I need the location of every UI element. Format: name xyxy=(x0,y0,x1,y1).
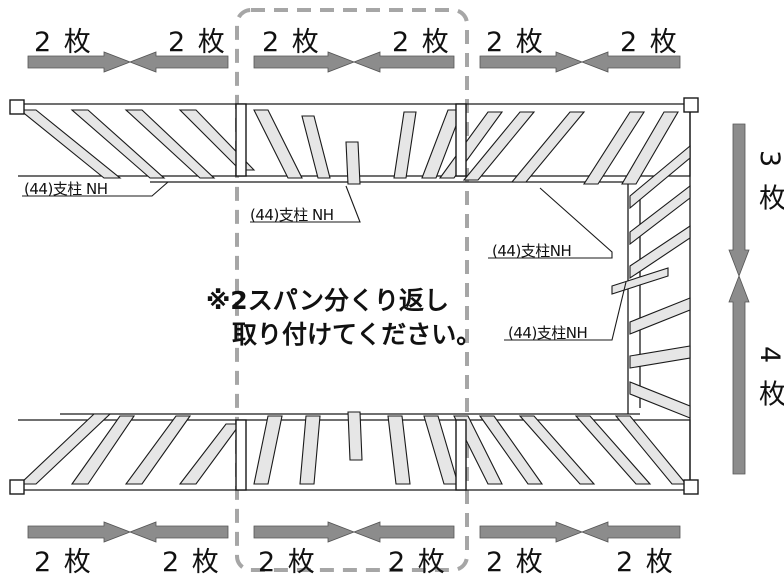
panel xyxy=(629,297,691,335)
panel xyxy=(18,109,122,179)
count-label: 2 枚 xyxy=(162,547,221,578)
panel xyxy=(462,111,536,181)
right-panels xyxy=(611,144,691,419)
leader-lines xyxy=(22,181,627,341)
count-label: 2 枚 xyxy=(258,547,317,578)
panel xyxy=(423,415,459,485)
corner-post xyxy=(9,479,25,495)
top-arrows xyxy=(27,51,681,73)
panel xyxy=(124,109,216,179)
count-label: 2 枚 xyxy=(168,27,227,58)
count-label: 2 枚 xyxy=(616,547,675,578)
span-post xyxy=(235,103,247,177)
count-label: 2 枚 xyxy=(34,547,93,578)
panel xyxy=(621,111,679,185)
post-label: (44)支柱 NH xyxy=(24,180,108,198)
panel xyxy=(70,415,136,485)
arrow-right xyxy=(27,51,132,73)
panel xyxy=(178,423,242,485)
count-label: 2 枚 xyxy=(392,27,451,58)
arrow-left xyxy=(128,521,229,543)
panel xyxy=(510,111,586,183)
span-post xyxy=(455,103,467,177)
panel xyxy=(629,345,691,369)
arrow-up xyxy=(728,274,750,475)
panel xyxy=(70,109,166,179)
count-label: 2 枚 xyxy=(262,27,321,58)
panel xyxy=(18,413,112,485)
panel xyxy=(518,415,596,485)
span-post xyxy=(235,419,247,491)
bottom-panels xyxy=(18,411,688,485)
panel xyxy=(478,415,544,485)
arrow-left xyxy=(128,51,229,73)
post-label: (44)支柱 NH xyxy=(250,206,334,224)
count-label: 2 枚 xyxy=(486,547,545,578)
arrow-right xyxy=(479,51,584,73)
panel xyxy=(301,115,331,179)
leader-line xyxy=(504,281,627,341)
count-label: 2 枚 xyxy=(388,547,447,578)
arrow-left xyxy=(580,521,681,543)
panel xyxy=(629,184,691,246)
leader-line xyxy=(22,181,169,197)
span-post xyxy=(455,419,467,491)
panel xyxy=(253,415,283,485)
count-label: 2 枚 xyxy=(486,27,545,58)
panel xyxy=(629,224,691,280)
panel xyxy=(393,111,417,179)
panel xyxy=(582,111,646,185)
panel xyxy=(347,411,363,461)
note-line-2: 取り付けてください。 xyxy=(232,320,482,349)
arrow-left xyxy=(352,51,455,73)
top-panels xyxy=(18,109,679,185)
post-label: (44)支柱NH xyxy=(492,242,572,260)
corner-post xyxy=(683,479,699,495)
panel xyxy=(614,415,688,485)
bottom-arrows xyxy=(27,521,681,543)
arrow-right xyxy=(479,521,584,543)
corner-post xyxy=(683,97,699,113)
arrow-right xyxy=(253,51,356,73)
count-label: 2 枚 xyxy=(34,27,93,58)
panel xyxy=(629,381,691,419)
post-label: (44)支柱NH xyxy=(508,324,588,342)
arrow-down xyxy=(728,123,750,278)
panel xyxy=(253,109,303,179)
arrow-left xyxy=(352,521,455,543)
arrow-right xyxy=(253,521,356,543)
count-label-vertical: 3 枚 xyxy=(754,150,784,215)
leader-line xyxy=(488,187,613,259)
panel xyxy=(629,144,691,210)
panel xyxy=(299,415,321,485)
right-arrows xyxy=(728,123,750,475)
leader-line xyxy=(250,185,361,223)
count-label-vertical: 4 枚 xyxy=(754,346,784,411)
note-line-1: ※2スパン分くり返し xyxy=(206,286,449,315)
panel xyxy=(345,141,361,185)
panel xyxy=(611,267,669,295)
arrow-right xyxy=(27,521,132,543)
panel xyxy=(124,415,192,485)
panel xyxy=(387,415,411,485)
corner-posts xyxy=(9,97,699,495)
panel xyxy=(574,415,652,485)
repeat-span-box xyxy=(235,8,469,572)
count-label: 2 枚 xyxy=(620,27,679,58)
arrow-left xyxy=(580,51,681,73)
corner-post xyxy=(9,99,25,115)
